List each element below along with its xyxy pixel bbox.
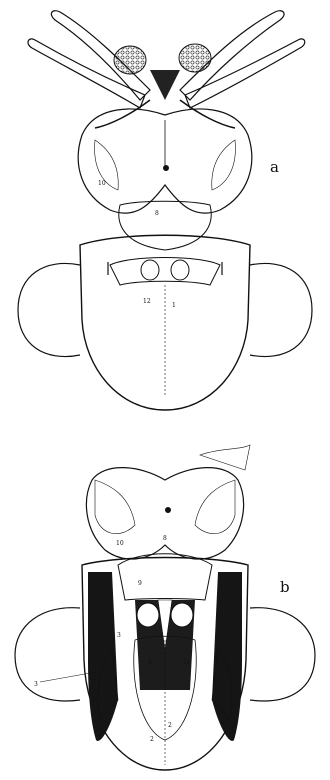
label-b-2-right: 2: [168, 722, 172, 729]
panel-label-b: b: [280, 578, 290, 596]
left-fin-b: [15, 608, 80, 701]
label-a-8: 8: [155, 210, 159, 217]
label-b-8: 8: [163, 535, 167, 542]
tentacles-a: [28, 11, 305, 128]
label-a-12: 12: [143, 298, 151, 305]
right-fin-b: [250, 608, 315, 701]
label-b-3-upper: 3: [117, 632, 121, 639]
label-b-9: 9: [138, 580, 142, 587]
label-b-3-lower: 3: [34, 681, 38, 688]
right-fin-a: [250, 263, 312, 356]
panel-label-a: a: [270, 158, 279, 176]
label-b-11: 11: [183, 659, 191, 666]
figure-b: 10 8 9 3 3 4 11 2 2 b: [15, 445, 315, 770]
figure-a: 10 8 12 1 a: [18, 11, 312, 410]
head-b: [86, 468, 243, 559]
label-b-4: 4: [148, 659, 152, 666]
label-a-1: 1: [172, 302, 176, 309]
label-a-10: 10: [98, 180, 106, 187]
left-fin-a: [18, 263, 80, 356]
label-b-10: 10: [116, 540, 124, 547]
label-b-2-left: 2: [150, 736, 154, 743]
